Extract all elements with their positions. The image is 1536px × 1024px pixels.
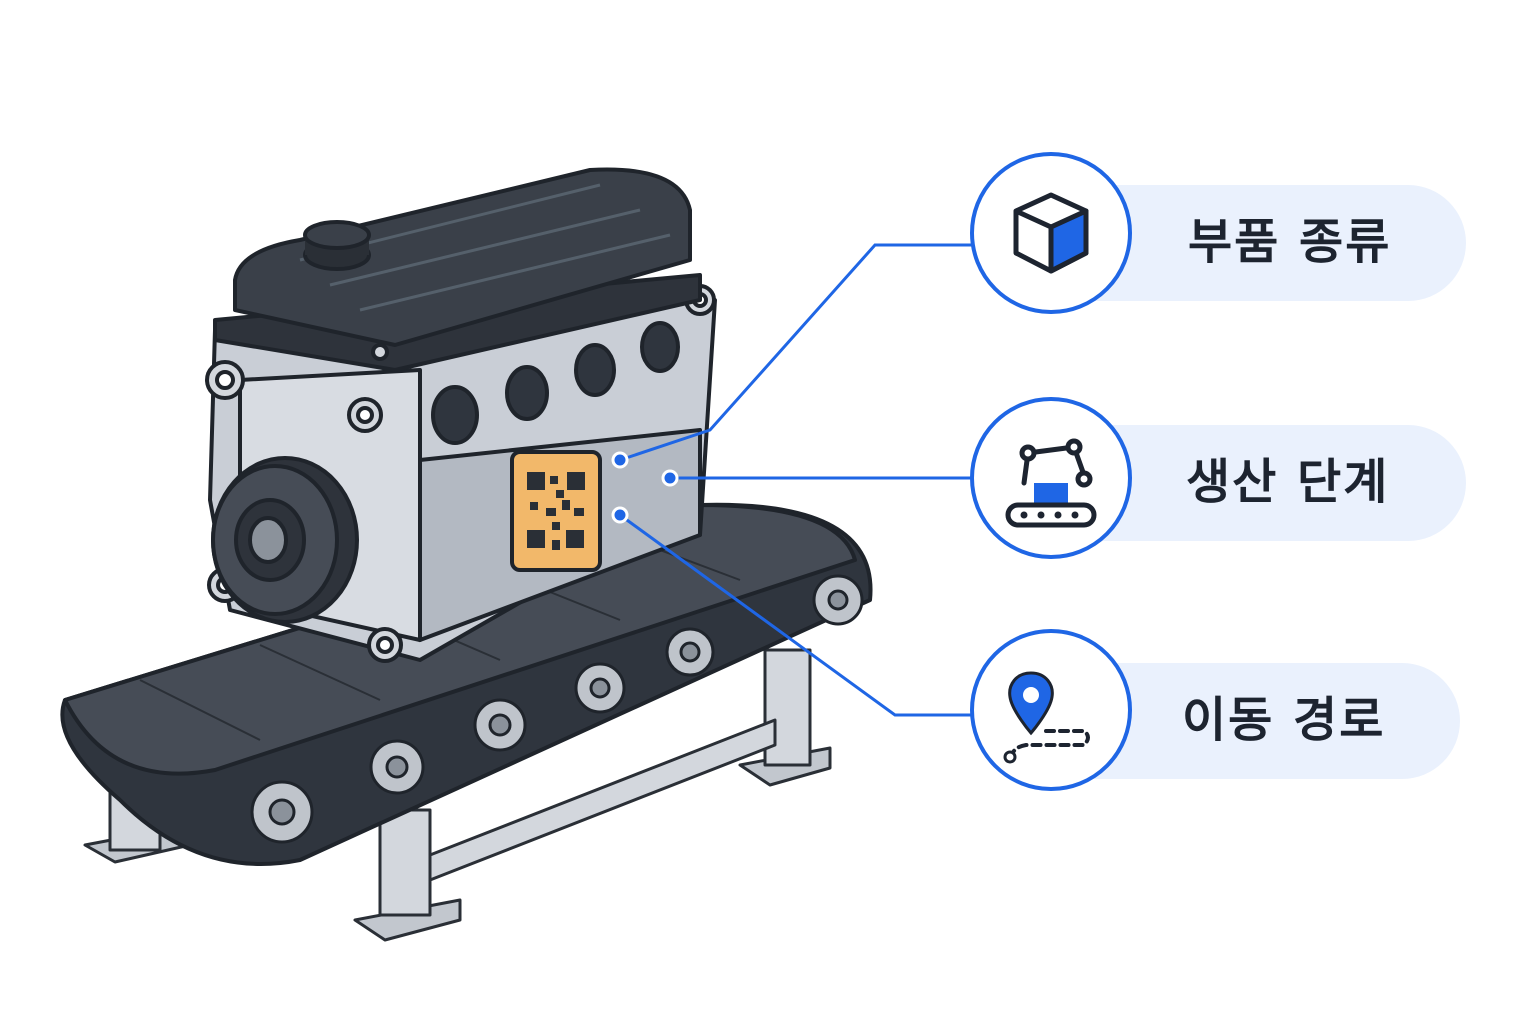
engine-pulley [211, 456, 359, 624]
connector-dots [611, 451, 679, 524]
qr-code-tag [510, 450, 602, 572]
callout-circle-movement-route [970, 629, 1132, 791]
conveyor-frame [83, 648, 832, 942]
callout-label-movement-route: 이동 경로 [1182, 692, 1386, 748]
connector-line-part-type [619, 243, 972, 462]
callout-circle-production-stage [970, 397, 1132, 559]
robot-arm-conveyor-icon [1005, 438, 1097, 528]
location-route-icon [1003, 671, 1090, 764]
connector-line-movement-route [619, 513, 972, 717]
conveyor-rollers [250, 574, 864, 844]
cube-icon [1013, 192, 1089, 274]
connector-lines [619, 243, 972, 717]
callout-label-part-type: 부품 종류 [1188, 214, 1392, 270]
callout-label-production-stage: 생산 단계 [1186, 454, 1390, 510]
callout-circle-part-type [970, 152, 1132, 314]
engine-valve-cover [213, 167, 702, 372]
